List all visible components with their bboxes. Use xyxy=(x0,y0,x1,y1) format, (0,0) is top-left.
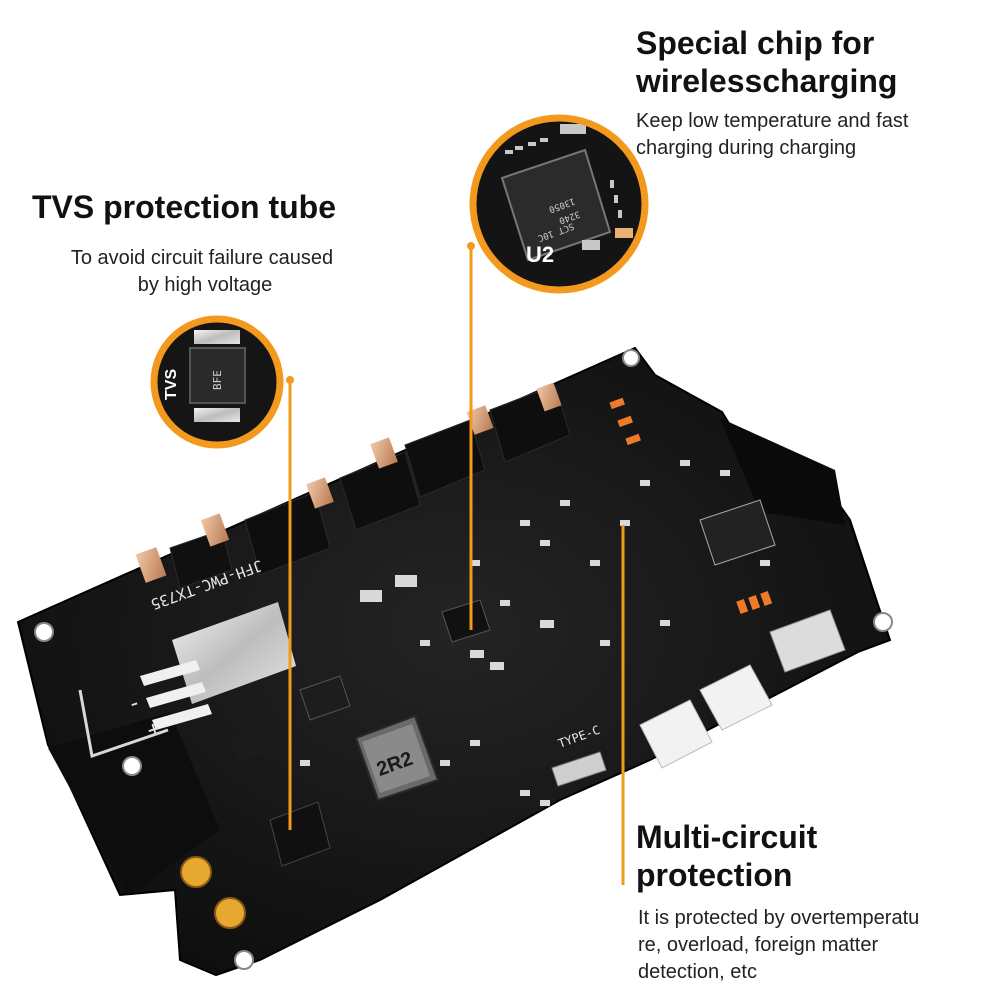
tvs-desc-line2: by high voltage xyxy=(137,274,273,296)
chip-title-line1: Special chip for xyxy=(636,25,875,61)
protection-title-line2: protection xyxy=(636,857,793,893)
chip-desc-line2: charging during charging xyxy=(636,137,857,159)
tvs-title: TVS protection tube xyxy=(32,189,336,225)
protection-desc-line3: detection, etc xyxy=(638,961,757,983)
circuit-board: + - JFH-PWC-TX735 2R2 xyxy=(16,346,893,977)
protection-title-line1: Multi-circuit xyxy=(636,819,818,855)
leader-lines xyxy=(288,246,625,885)
chip-desc-line1: Keep low temperature and fast xyxy=(636,110,909,132)
tvs-magnifier: TVS BFE xyxy=(150,315,284,449)
tvs-silk-label: TVS xyxy=(163,369,180,400)
protection-desc-line1: It is protected by overtemperatu xyxy=(638,907,920,929)
chip-magnifier: 13050 3240 SCT 10C U2 xyxy=(469,114,649,294)
inductor: 2R2 xyxy=(354,714,440,802)
chip-title-line2: wirelesscharging xyxy=(636,63,898,99)
protection-desc-line2: re, overload, foreign matter xyxy=(638,934,879,956)
tvs-desc-line1: To avoid circuit failure caused xyxy=(70,247,334,269)
tvs-code: BFE xyxy=(211,370,224,390)
chip-u2-label: U2 xyxy=(526,242,554,267)
